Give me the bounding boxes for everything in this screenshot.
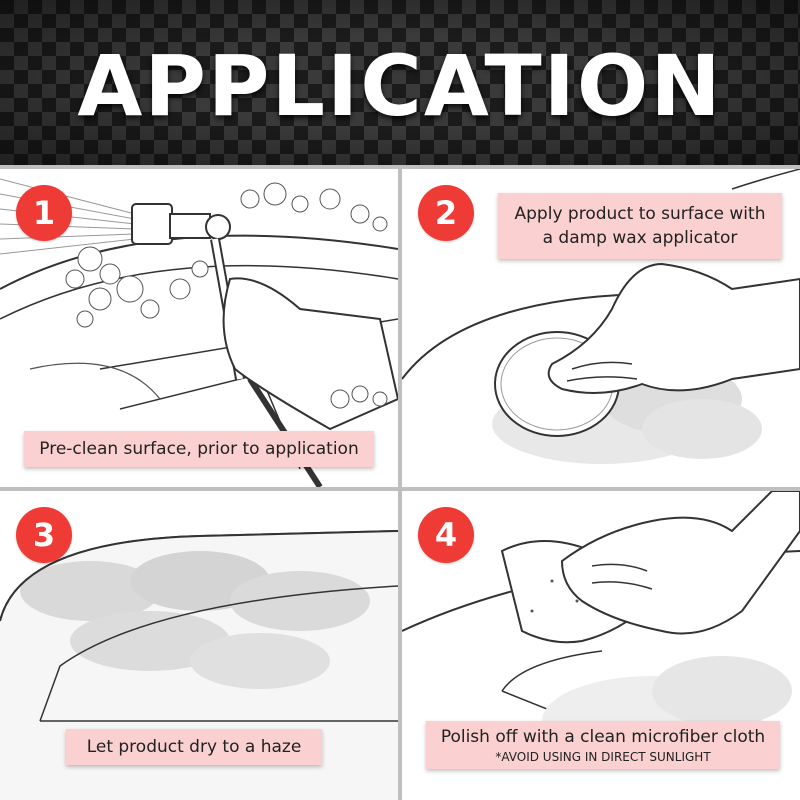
step-2-caption-line1: Apply product to surface with	[514, 204, 766, 224]
wax-applicator-illustration	[402, 169, 800, 464]
page-title: APPLICATION	[77, 37, 723, 135]
step-3-badge: 3	[16, 507, 72, 563]
step-2-caption: Apply product to surface with a damp wax…	[498, 193, 782, 259]
header-banner: APPLICATION	[0, 0, 800, 165]
step-3-caption: Let product dry to a haze	[66, 729, 322, 765]
step-4-caption-text: Polish off with a clean microfiber cloth	[440, 727, 766, 747]
step-4-warning-note: *AVOID USING IN DIRECT SUNLIGHT	[495, 750, 711, 764]
step-1-caption: Pre-clean surface, prior to application	[24, 431, 374, 467]
step-4-badge: 4	[418, 507, 474, 563]
steps-grid: 1 Pre-clean surface, prior to applicatio…	[0, 165, 800, 800]
step-4-caption: Polish off with a clean microfiber cloth…	[426, 721, 780, 769]
step-1-panel: 1 Pre-clean surface, prior to applicatio…	[0, 169, 398, 487]
step-1-badge: 1	[16, 185, 72, 241]
step-4-panel: 4 Polish off with a clean microfiber clo…	[402, 491, 800, 800]
step-2-badge: 2	[418, 185, 474, 241]
step-2-panel: 2 Apply product to surface with a damp w…	[402, 169, 800, 487]
hose-washing-illustration	[0, 178, 398, 487]
step-2-caption-line2: a damp wax applicator	[542, 228, 738, 248]
step-3-panel: 3 Let product dry to a haze	[0, 491, 398, 800]
